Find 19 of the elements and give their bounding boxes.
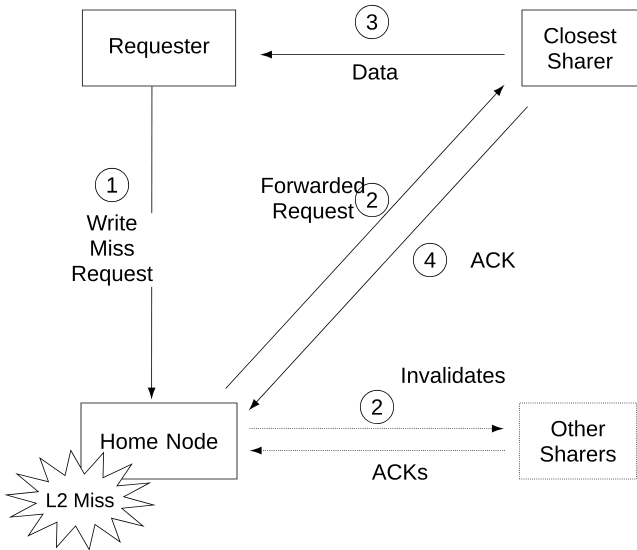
step-number: 3 <box>354 4 390 40</box>
step-number: 2 <box>360 390 394 424</box>
process-box: Closest Sharer <box>522 10 637 86</box>
process-box: Home Node <box>80 402 238 480</box>
arrow <box>261 50 505 58</box>
process-box: Other Sharers <box>518 402 637 480</box>
edge-label: Invalidates <box>399 366 507 384</box>
node-label: L2 Miss <box>47 492 114 508</box>
step-number: 4 <box>412 242 448 278</box>
edge-label: ACK <box>469 250 517 270</box>
edge-label: ACKs <box>370 462 430 482</box>
arrow <box>249 106 528 410</box>
arrow <box>251 446 506 454</box>
arrow <box>249 424 502 432</box>
edge-label: Write Miss Request <box>68 213 156 287</box>
arrow <box>225 86 504 389</box>
process-box: Requester <box>82 10 236 86</box>
step-number: 1 <box>94 168 130 202</box>
edge-label: Data <box>350 63 400 81</box>
